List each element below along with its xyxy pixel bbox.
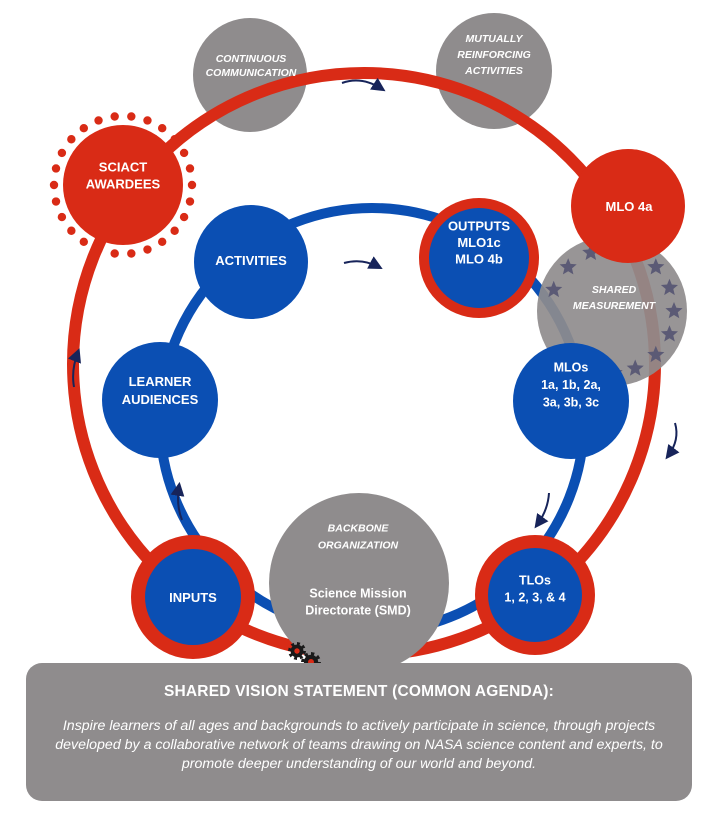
halo-dot (94, 245, 103, 254)
star-icon (647, 258, 665, 275)
halo-dot (110, 249, 119, 258)
halo-dot (170, 135, 179, 144)
star-icon (545, 280, 563, 298)
vision-title: SHARED VISION STATEMENT (COMMON AGENDA): (163, 683, 555, 700)
activities-label: ACTIVITIES (215, 253, 287, 268)
halo-dot (79, 237, 89, 246)
halo-dot (179, 212, 189, 222)
mlo-4a-label: MLO 4a (606, 199, 654, 214)
star-icon (626, 359, 644, 376)
halo-dot (57, 212, 67, 222)
halo-dot (143, 245, 152, 254)
halo-dot (187, 180, 197, 190)
halo-dot (67, 135, 76, 144)
learner-audiences-bubble (102, 342, 218, 458)
star-icon (559, 258, 577, 275)
halo-dot (79, 124, 89, 133)
halo-dot (157, 237, 167, 246)
vision-text: Inspire learners of all ages and backgro… (55, 718, 663, 772)
cycle-arrow-icon (170, 481, 185, 521)
outputs-bubble (429, 208, 529, 308)
halo-dot (49, 180, 59, 190)
mlos-bubble (513, 343, 629, 459)
halo-dot (179, 148, 189, 158)
cycle-arrow-icon (665, 422, 680, 460)
shared-vision-box: SHARED VISION STATEMENT (COMMON AGENDA):… (26, 663, 692, 801)
dotted-halo (49, 112, 197, 258)
cycle-arrow-icon (341, 77, 386, 92)
mlo-4a-bubble (571, 149, 685, 263)
halo-dot (185, 164, 195, 173)
halo-dot (127, 249, 136, 258)
halo-dot (51, 164, 61, 173)
halo-dot (57, 148, 67, 158)
halo-dot (67, 226, 76, 235)
activities-bubble (194, 205, 308, 319)
mutually-reinforcing-bubble (436, 13, 552, 129)
halo-dot (157, 124, 167, 133)
halo-dot (127, 112, 136, 121)
star-icon (660, 278, 678, 296)
inputs-label: INPUTS (169, 590, 217, 605)
star-icon (582, 243, 600, 260)
cycle-arrow-icon (534, 492, 550, 529)
cycle-arrow-icon (343, 256, 383, 269)
star-icon (665, 302, 683, 319)
halo-dot (51, 197, 61, 206)
cycle-arrow-icon (67, 348, 81, 388)
sciact-awardees-bubble (63, 125, 183, 245)
backbone-bubble (269, 493, 449, 673)
tlos-bubble (488, 548, 582, 642)
star-icon (647, 345, 665, 363)
star-icon (660, 325, 678, 342)
halo-dot (94, 116, 103, 125)
halo-dot (170, 226, 179, 235)
halo-dot (110, 112, 119, 121)
inputs-bubble (145, 549, 241, 645)
halo-dot (143, 116, 152, 125)
halo-dot (185, 197, 195, 206)
